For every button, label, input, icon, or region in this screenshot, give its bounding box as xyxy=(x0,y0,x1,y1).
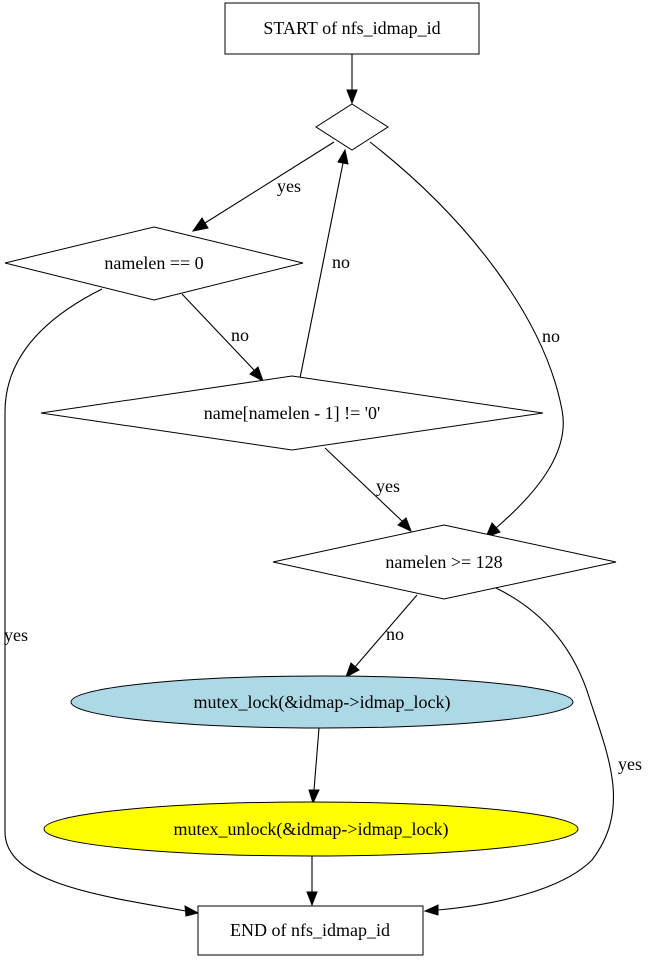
edge-label-name-check-to-loop: no xyxy=(332,252,350,272)
mutex-lock-node: mutex_lock(&idmap->idmap_lock) xyxy=(70,675,574,729)
edge-namelen-zero-to-end: yes xyxy=(4,288,200,917)
edge-mutex-unlock-to-end xyxy=(306,856,318,907)
edge-label-loop-to-namelen-max: no xyxy=(542,326,560,346)
edge-namelen-zero-to-name-check: no xyxy=(181,293,264,383)
end-node-label: END of nfs_idmap_id xyxy=(230,920,390,940)
edge-namelen-max-to-end: yes xyxy=(423,587,642,916)
loop-decision-node xyxy=(315,103,389,151)
namelen-max-decision-node: namelen >= 128 xyxy=(272,524,617,600)
namelen-max-label: namelen >= 128 xyxy=(385,552,502,572)
mutex-unlock-label: mutex_unlock(&idmap->idmap_lock) xyxy=(173,819,448,840)
edge-name-check-to-namelen-max: yes xyxy=(324,447,412,532)
start-node-label: START of nfs_idmap_id xyxy=(263,18,440,38)
namelen-zero-decision-node: namelen == 0 xyxy=(4,226,304,301)
edges: yes no no no yes yes xyxy=(4,54,642,917)
edge-label-namelen-max-to-end: yes xyxy=(618,754,642,774)
edge-label-loop-to-namelen-zero: yes xyxy=(277,176,301,196)
edge-label-name-check-to-namelen-max: yes xyxy=(376,476,400,496)
edge-label-namelen-max-to-mutex-lock: no xyxy=(386,624,404,644)
name-check-decision-node: name[namelen - 1] != '0' xyxy=(40,375,544,451)
edge-name-check-to-loop: no xyxy=(299,148,350,379)
edge-mutex-lock-to-mutex-unlock xyxy=(308,727,320,805)
edge-namelen-max-to-mutex-lock: no xyxy=(345,594,418,679)
start-node: START of nfs_idmap_id xyxy=(224,2,480,55)
nodes: START of nfs_idmap_id namelen == 0 name[… xyxy=(4,2,617,956)
edge-label-namelen-zero-to-name-check: no xyxy=(231,325,249,345)
end-node: END of nfs_idmap_id xyxy=(197,905,424,956)
edge-label-namelen-zero-to-end: yes xyxy=(4,625,28,645)
mutex-lock-label: mutex_lock(&idmap->idmap_lock) xyxy=(193,692,450,713)
edge-loop-to-namelen-max: no xyxy=(369,141,564,538)
edge-start-to-loop xyxy=(346,54,358,105)
edge-loop-to-namelen-zero: yes xyxy=(191,141,335,232)
namelen-zero-label: namelen == 0 xyxy=(104,253,203,273)
name-check-label: name[namelen - 1] != '0' xyxy=(204,403,381,423)
mutex-unlock-node: mutex_unlock(&idmap->idmap_lock) xyxy=(43,801,579,857)
